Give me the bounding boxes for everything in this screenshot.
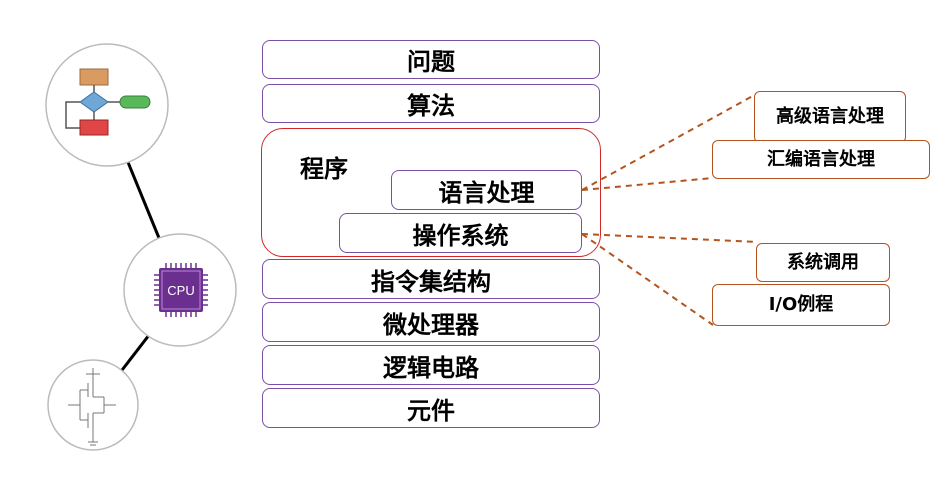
cpu-illustration: [123, 233, 237, 347]
connector-high-level: [581, 91, 761, 191]
layer-algorithm: 算法: [262, 84, 600, 123]
note-system-call: 系统调用: [756, 243, 890, 282]
layer-component: 元件: [262, 388, 600, 428]
layer-instruction-set-label: 指令集结构: [371, 267, 491, 296]
layer-problem: 问题: [262, 40, 600, 79]
sublayer-language-processing: 语言处理: [391, 170, 582, 210]
layer-algorithm-label: 算法: [407, 92, 455, 120]
sublayer-operating-system: 操作系统: [339, 213, 582, 253]
cpu-chip: [159, 268, 203, 312]
layer-instruction-set: 指令集结构: [262, 259, 600, 299]
note-high-level-language: 高级语言处理: [754, 91, 906, 143]
note-assembly-language: 汇编语言处理: [712, 140, 930, 179]
note-assembly-language-label: 汇编语言处理: [767, 148, 875, 170]
note-high-level-language-label: 高级语言处理: [776, 106, 884, 127]
layer-problem-label: 问题: [407, 48, 455, 76]
layer-logic-circuit: 逻辑电路: [262, 345, 600, 385]
layer-program-label: 程序: [300, 155, 348, 183]
note-io-routine-label: I/O例程: [768, 294, 834, 315]
layer-component-label: 元件: [407, 396, 455, 425]
transistor-circuit-illustration: [47, 359, 139, 451]
note-io-routine: I/O例程: [712, 284, 890, 326]
cpu-label: CPU: [167, 283, 194, 298]
layer-logic-circuit-label: 逻辑电路: [383, 353, 479, 382]
connector-system-call: [581, 233, 758, 243]
sublayer-language-processing-label: 语言处理: [438, 178, 535, 207]
sublayer-operating-system-label: 操作系统: [412, 221, 509, 250]
connector-io-routine: [581, 233, 714, 326]
arrow-cpu-to-flowchart: [121, 149, 161, 239]
note-system-call-label: 系统调用: [787, 251, 859, 273]
flowchart-illustration: [45, 43, 169, 167]
layer-program: 程序: [261, 128, 601, 257]
layer-microprocessor-label: 微处理器: [383, 310, 479, 339]
layer-microprocessor: 微处理器: [262, 302, 600, 342]
